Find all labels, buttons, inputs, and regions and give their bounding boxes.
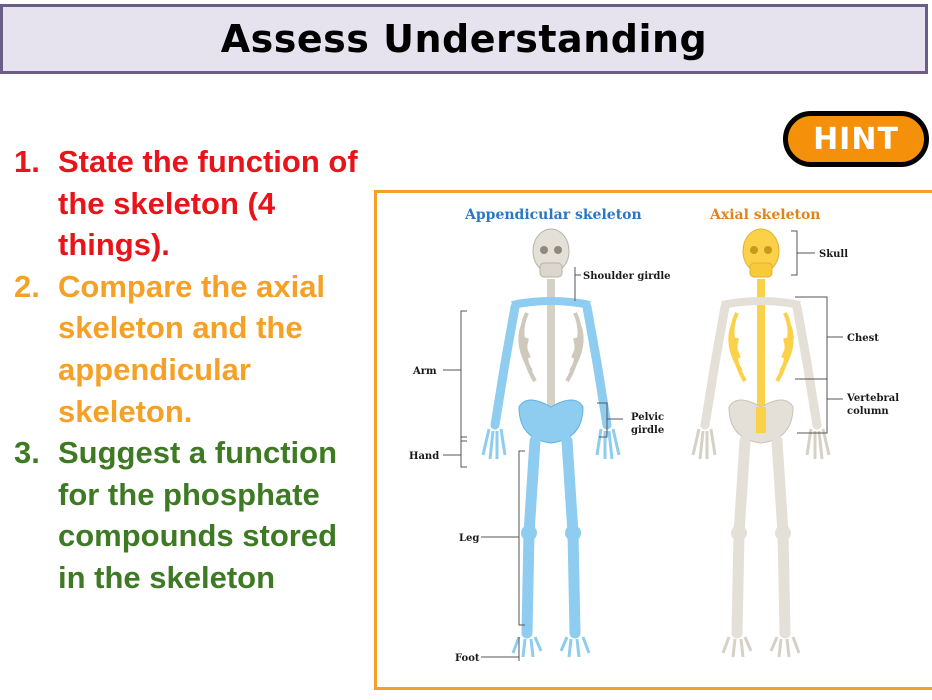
question-item: 2. Compare the axial skeleton and the ap… [14, 266, 366, 432]
question-text: Compare the axial skeleton and the appen… [58, 268, 326, 429]
label-vertebral-column-line2: column [847, 406, 889, 417]
question-number: 2. [14, 268, 40, 304]
label-chest: Chest [847, 333, 879, 344]
label-pelvic-girdle-line1: Pelvic [631, 412, 664, 423]
label-leg: Leg [459, 533, 479, 544]
question-number: 3. [14, 435, 40, 471]
title-banner: Assess Understanding [0, 4, 928, 74]
skeleton-diagram: Appendicular skeleton Axial skeleton [374, 190, 932, 690]
label-vertebral-column-line1: Vertebral [846, 393, 899, 404]
label-shoulder-girdle: Shoulder girdle [583, 271, 671, 282]
question-text: State the function of the skeleton (4 th… [58, 144, 358, 263]
label-arm: Arm [412, 366, 437, 377]
axial-skeleton-figure [691, 228, 831, 658]
label-foot: Foot [455, 653, 480, 664]
question-item: 3. Suggest a function for the phosphate … [14, 432, 366, 598]
question-list: 1. State the function of the skeleton (4… [14, 141, 366, 599]
label-skull: Skull [819, 249, 848, 260]
page-title: Assess Understanding [220, 17, 708, 61]
question-item: 1. State the function of the skeleton (4… [14, 141, 366, 266]
label-hand: Hand [409, 451, 439, 462]
axial-heading: Axial skeleton [709, 207, 821, 223]
hint-button-label: HINT [813, 121, 899, 157]
appendicular-skeleton-figure [481, 228, 621, 658]
appendicular-heading: Appendicular skeleton [464, 207, 642, 223]
skeleton-illustration: Appendicular skeleton Axial skeleton [409, 207, 899, 664]
hint-button[interactable]: HINT [783, 111, 929, 167]
label-pelvic-girdle-line2: girdle [631, 425, 664, 436]
question-number: 1. [14, 144, 40, 179]
question-text: Suggest a function for the phosphate com… [58, 435, 338, 595]
